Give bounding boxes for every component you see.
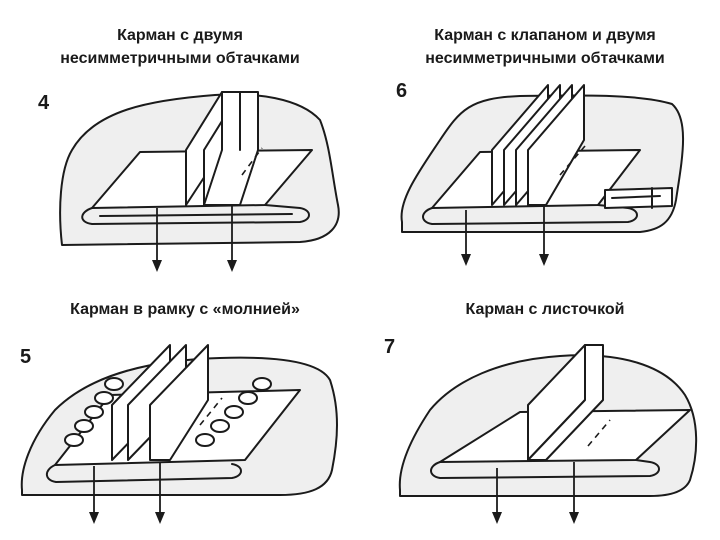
caption-line-1: Карман с двумя xyxy=(117,27,243,44)
caption-welt-pocket: Карман с листочкой xyxy=(465,301,625,318)
caption-line-2: несимметричными обтачками xyxy=(60,50,300,67)
flap-strip xyxy=(604,187,673,209)
arrow-left-head xyxy=(89,512,99,524)
figure-number-4: 4 xyxy=(38,92,50,114)
arrow-right-head xyxy=(569,512,579,524)
arrow-right-head xyxy=(227,260,237,272)
arrow-left-head xyxy=(492,512,502,524)
upright-facing-back xyxy=(203,91,259,206)
caption-line-2: несимметричными обтачками xyxy=(425,50,665,67)
arrow-right-head xyxy=(539,254,549,266)
facing-fold xyxy=(45,463,242,483)
facing-fold xyxy=(81,204,310,225)
figure-number-7: 7 xyxy=(384,336,396,358)
arrow-left-head xyxy=(461,254,471,266)
facing-fold xyxy=(422,204,638,225)
stitch-line xyxy=(587,419,611,447)
caption-flap-two-asymmetric-facings: Карман с клапаном и двумя несимметричным… xyxy=(385,24,705,70)
welt-fold xyxy=(430,459,660,479)
caption-zipper-frame-pocket: Карман в рамку с «молнией» xyxy=(70,301,300,318)
upright-facing-4 xyxy=(527,84,585,206)
arrow-left-head xyxy=(152,260,162,272)
zipper-teeth-right xyxy=(195,377,272,447)
facing-fold-inner xyxy=(99,213,293,217)
stitch-line xyxy=(241,147,263,176)
figure-number-6: 6 xyxy=(396,80,408,102)
stitch-line xyxy=(199,397,223,426)
zipper-teeth-left xyxy=(64,377,124,447)
caption-two-asymmetric-facings: Карман с двумя несимметричными обтачками xyxy=(30,24,330,70)
arrow-right-head xyxy=(155,512,165,524)
figure-number-5: 5 xyxy=(20,346,32,368)
caption-line-1: Карман с клапаном и двумя xyxy=(434,27,656,44)
welt-upright-side xyxy=(527,344,604,461)
flap-fold xyxy=(611,187,661,209)
upright-facing-back xyxy=(149,344,209,461)
